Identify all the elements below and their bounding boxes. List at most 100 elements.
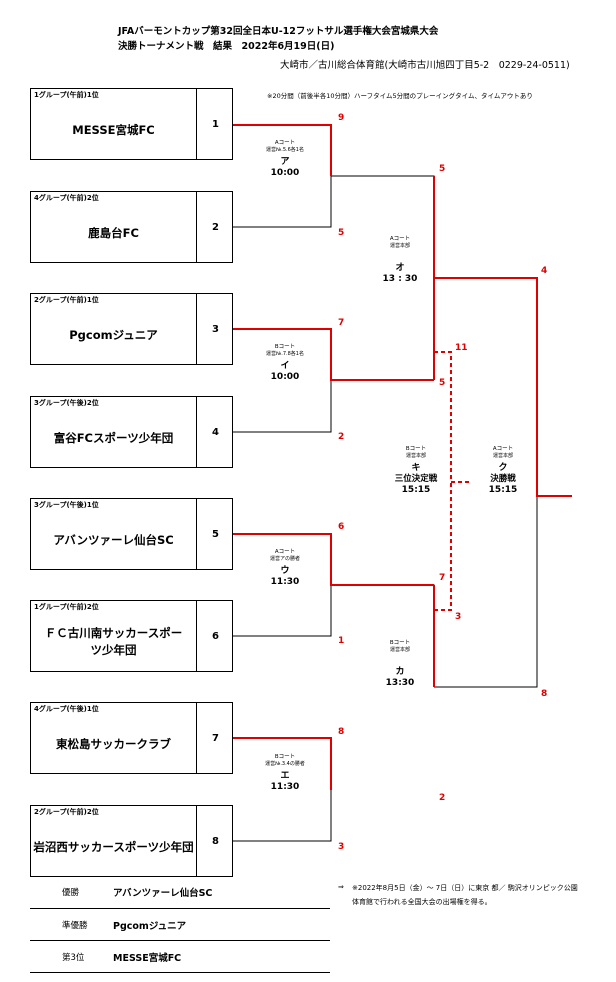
seed-number: 4 bbox=[212, 426, 219, 438]
team-box-4: 3グループ(午後)2位 富谷FCスポーツ少年団 4 bbox=[30, 396, 233, 468]
match-a: Aコート 運営№.5.6各1名 ア 10:00 bbox=[243, 140, 327, 180]
footer-note-line2: 体育館で行われる全国大会の出場権を得る。 bbox=[352, 898, 492, 906]
team-box-8: 2グループ(午前)2位 岩沼西サッカースポーツ少年団 8 bbox=[30, 805, 233, 877]
match-o: Aコート 運営本部 オ 13 : 30 bbox=[358, 236, 442, 286]
referee: 運営№.7.8各1名 bbox=[266, 350, 304, 357]
match-id: ア bbox=[280, 157, 290, 168]
referee: 運営アの勝者 bbox=[269, 555, 300, 562]
match-time: 13 : 30 bbox=[382, 274, 418, 285]
score-label: 5 bbox=[439, 164, 446, 174]
divider bbox=[196, 806, 197, 876]
seed-number: 2 bbox=[212, 221, 219, 233]
team-name: 東松島サッカークラブ bbox=[56, 736, 171, 751]
match-name: 決勝戦 bbox=[490, 474, 516, 485]
match-e: Bコート 運営№.3.4の勝者 エ 11:30 bbox=[243, 754, 327, 794]
seed-number: 1 bbox=[212, 118, 219, 130]
venue: 大崎市／古川総合体育館(大崎市古川旭四丁目5-2 0229-24-0511) bbox=[280, 60, 570, 71]
score-label: 9 bbox=[338, 113, 345, 123]
divider bbox=[196, 294, 197, 364]
result-team-runner-up: Pgcomジュニア bbox=[113, 921, 187, 932]
court: Bコート bbox=[274, 344, 296, 350]
footer-note-line1: ※2022年8月5日（金）～ 7日（日）に東京 都／ 駒沢オリンピック公園 bbox=[352, 884, 578, 892]
match-ku: Aコート 運営本部 ク 決勝戦 15:15 bbox=[461, 446, 545, 496]
divider bbox=[30, 940, 330, 941]
team-name: ＦＣ古川南サッカースポーツ少年団 bbox=[44, 626, 183, 657]
score-label: 6 bbox=[338, 522, 345, 532]
match-time: 15:15 bbox=[401, 485, 431, 495]
match-name: 三位決定戦 bbox=[394, 474, 438, 485]
team-box-3: 2グループ(午前)1位 Pgcomジュニア 3 bbox=[30, 293, 233, 365]
match-time: 11:30 bbox=[270, 577, 300, 588]
court: Aコート bbox=[274, 140, 296, 146]
group-label: 3グループ(午後)2位 bbox=[34, 399, 99, 407]
group-label: 1グループ(午前)2位 bbox=[34, 603, 99, 611]
court: Bコート bbox=[389, 640, 411, 646]
result-label-champion: 優勝 bbox=[62, 888, 80, 898]
score-label: 3 bbox=[338, 842, 345, 852]
score-label: 1 bbox=[338, 636, 345, 646]
referee: 運営本部 bbox=[389, 646, 410, 653]
match-time: 10:00 bbox=[270, 372, 300, 383]
team-name: 鹿島台FC bbox=[88, 225, 139, 240]
arrow-icon: ⇒ bbox=[338, 883, 344, 891]
court: Aコート bbox=[389, 236, 411, 242]
referee: 運営本部 bbox=[389, 242, 410, 249]
document-title: JFAバーモントカップ第32回全日本U-12フットサル選手権大会宮城県大会 bbox=[118, 26, 439, 37]
match-time: 15:15 bbox=[488, 485, 518, 495]
group-label: 1グループ(午前)1位 bbox=[34, 91, 99, 99]
team-box-2: 4グループ(午前)2位 鹿島台FC 2 bbox=[30, 191, 233, 263]
match-id: オ bbox=[395, 263, 405, 274]
score-label: 7 bbox=[439, 573, 446, 583]
group-label: 2グループ(午前)1位 bbox=[34, 296, 99, 304]
team-box-6: 1グループ(午前)2位 ＦＣ古川南サッカースポーツ少年団 6 bbox=[30, 600, 233, 672]
match-time: 10:00 bbox=[270, 168, 300, 179]
score-label: 2 bbox=[439, 793, 446, 803]
match-id: イ bbox=[280, 361, 290, 372]
group-label: 4グループ(午後)1位 bbox=[34, 705, 99, 713]
divider bbox=[196, 89, 197, 159]
match-time: 11:30 bbox=[270, 782, 300, 793]
result-team-third: MESSE宮城FC bbox=[113, 953, 182, 964]
team-name: 岩沼西サッカースポーツ少年団 bbox=[33, 839, 194, 854]
match-id: キ bbox=[411, 463, 421, 474]
result-label-runner-up: 準優勝 bbox=[62, 921, 88, 931]
score-label: 4 bbox=[541, 266, 548, 276]
divider bbox=[196, 397, 197, 467]
seed-number: 6 bbox=[212, 630, 219, 642]
divider bbox=[196, 192, 197, 262]
court: Aコート bbox=[274, 549, 296, 555]
match-id: ウ bbox=[280, 566, 290, 577]
divider bbox=[30, 908, 330, 909]
match-ki: Bコート 運営本部 キ 三位決定戦 15:15 bbox=[374, 446, 458, 496]
group-label: 4グループ(午前)2位 bbox=[34, 194, 99, 202]
result-team-champion: アバンツァーレ仙台SC bbox=[113, 888, 213, 899]
court: Bコート bbox=[405, 446, 427, 452]
seed-number: 7 bbox=[212, 732, 219, 744]
seed-number: 3 bbox=[212, 323, 219, 335]
match-id: ク bbox=[498, 463, 508, 474]
result-label-third: 第3位 bbox=[62, 953, 85, 963]
match-i: Bコート 運営№.7.8各1名 イ 10:00 bbox=[243, 344, 327, 384]
team-name: MESSE宮城FC bbox=[72, 122, 155, 137]
divider bbox=[196, 601, 197, 671]
document-subtitle: 決勝トーナメント戦 結果 2022年6月19日(日) bbox=[118, 41, 335, 52]
team-name: Pgcomジュニア bbox=[69, 327, 158, 342]
group-label: 2グループ(午前)2位 bbox=[34, 808, 99, 816]
team-box-5: 3グループ(午後)1位 アバンツァーレ仙台SC 5 bbox=[30, 498, 233, 570]
referee: 運営本部 bbox=[492, 452, 513, 459]
team-name: 富谷FCスポーツ少年団 bbox=[53, 430, 174, 445]
score-label: 5 bbox=[338, 228, 345, 238]
referee: 運営№.5.6各1名 bbox=[266, 146, 304, 153]
score-label: 7 bbox=[338, 318, 345, 328]
match-id: カ bbox=[395, 667, 405, 678]
seed-number: 8 bbox=[212, 835, 219, 847]
divider bbox=[30, 972, 330, 973]
score-label: 3 bbox=[455, 612, 462, 622]
score-label: 5 bbox=[439, 378, 446, 388]
court: Aコート bbox=[492, 446, 514, 452]
referee: 運営本部 bbox=[405, 452, 426, 459]
referee: 運営№.3.4の勝者 bbox=[265, 760, 305, 767]
match-time: 13:30 bbox=[385, 678, 415, 689]
score-label: 8 bbox=[338, 727, 345, 737]
